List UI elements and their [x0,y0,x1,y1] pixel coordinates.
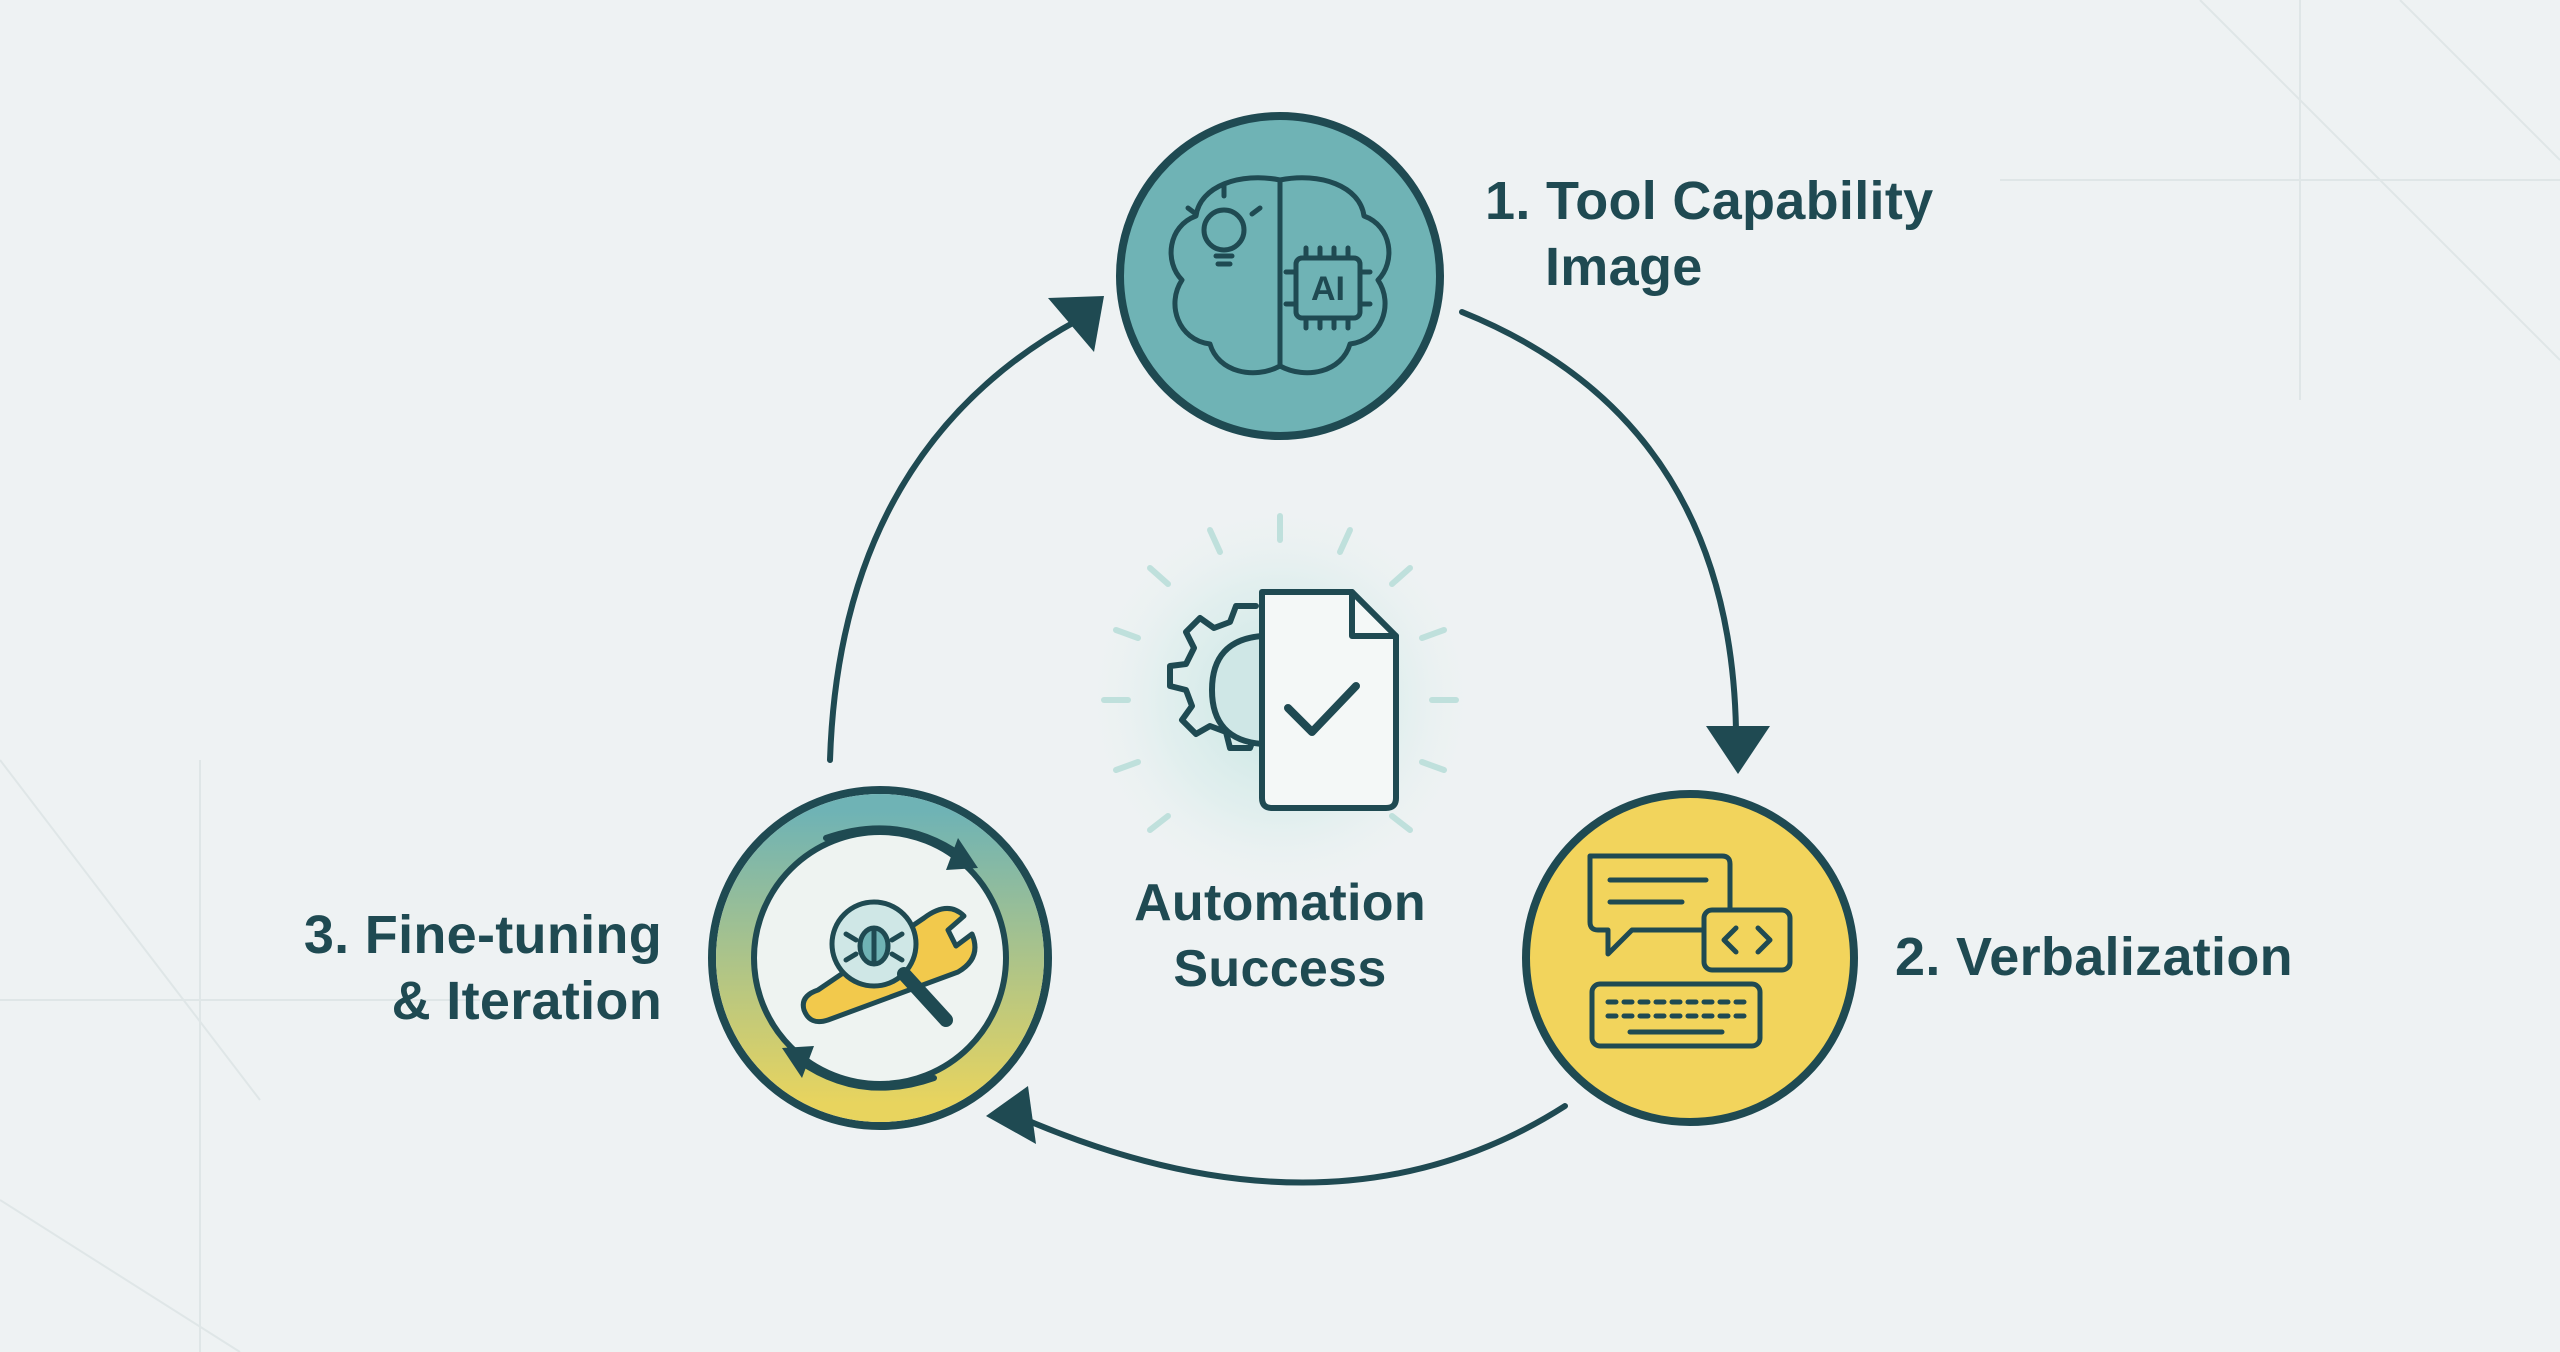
step-3-label-line2: & Iteration [391,971,662,1031]
gear-document-check-icon [1167,589,1399,811]
arrow-step2-to-step3 [1005,1103,1568,1186]
center-label-line2: Success [1173,940,1387,998]
arrow-step1-to-step2 [1459,309,1739,733]
step-2-node [1522,790,1858,1126]
step-1-node: AI [1116,112,1444,440]
chat-code-keyboard-icon [1587,853,1793,1049]
step-2-label-line1: 2. Verbalization [1895,927,2293,987]
step-1-label: 1. Tool Capability Image [1485,168,1933,300]
wrench-magnifier-bug-icon [800,899,978,1027]
ai-chip-text: AI [1311,270,1345,308]
arrow-step3-to-step1 [827,317,1081,763]
refresh-arrows-icon [795,825,965,1091]
step-2-label: 2. Verbalization [1895,924,2293,990]
center-label-line1: Automation [1134,874,1426,932]
step-1-label-line2: Image [1545,237,1703,297]
arrowhead-to-step1 [1048,296,1104,352]
step-3-node [708,786,1052,1130]
center-node [1080,500,1480,900]
sparkle-rays [1101,513,1459,833]
step-3-label: 3. Fine-tuning & Iteration [272,902,662,1034]
arrowheads [986,296,1770,1144]
brain-ai-chip-lightbulb-icon [1168,175,1392,376]
arrowhead-to-step2 [1706,726,1770,774]
cycle-arrows [827,309,1739,1186]
step-3-label-line1: 3. Fine-tuning [303,905,662,965]
step-1-label-line1: 1. Tool Capability [1485,171,1934,231]
arrowhead-to-step3 [986,1086,1036,1144]
center-label: Automation Success [1080,870,1480,1002]
